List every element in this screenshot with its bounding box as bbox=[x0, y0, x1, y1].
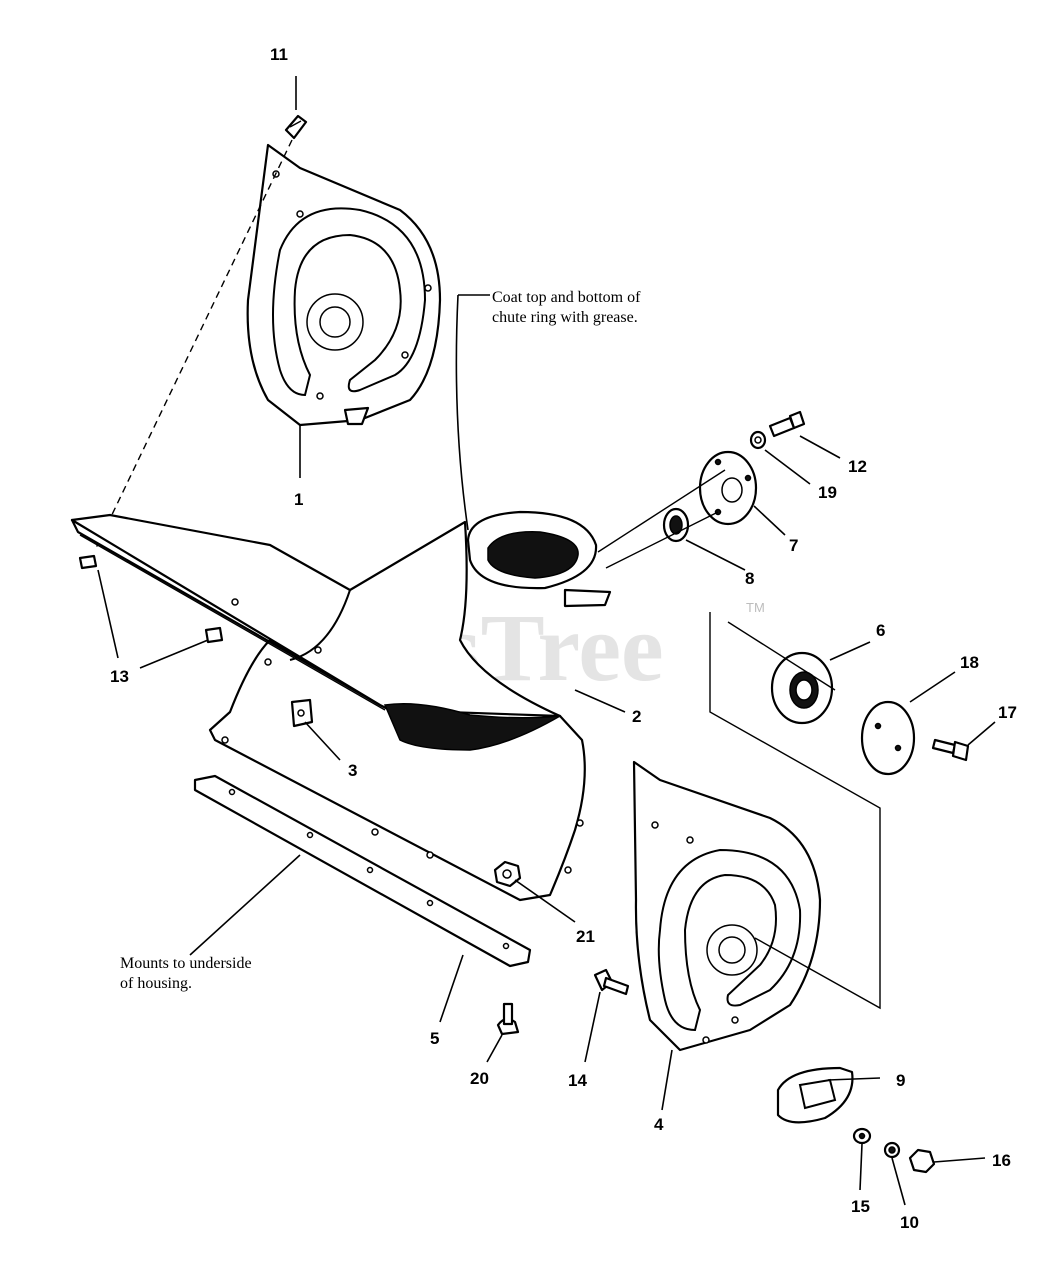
leader-lines bbox=[97, 76, 996, 1206]
part-11-screw bbox=[284, 114, 308, 140]
callout-3: 3 bbox=[348, 761, 357, 780]
callout-20: 20 bbox=[470, 1069, 489, 1088]
callout-6: 6 bbox=[876, 621, 885, 640]
callout-21: 21 bbox=[576, 927, 595, 946]
callout-10: 10 bbox=[900, 1213, 919, 1232]
part-15-washer bbox=[852, 1127, 872, 1145]
note-mounts-line-1: Mounts to underside bbox=[120, 955, 252, 972]
note-chute-ring-line-2: chute ring with grease. bbox=[492, 309, 638, 326]
callout-5: 5 bbox=[430, 1029, 439, 1048]
callout-19: 19 bbox=[818, 483, 837, 502]
callout-4: 4 bbox=[654, 1115, 664, 1134]
callout-15: 15 bbox=[851, 1197, 870, 1216]
part-14-bolt bbox=[593, 968, 630, 996]
part-17-bolt bbox=[931, 738, 970, 762]
part-2-chute-housing bbox=[70, 513, 586, 902]
watermark-tm: TM bbox=[746, 600, 765, 615]
callout-12: 12 bbox=[848, 457, 867, 476]
part-4-side-plate bbox=[632, 760, 822, 1052]
callout-1: 1 bbox=[294, 490, 303, 509]
callout-13: 13 bbox=[110, 667, 129, 686]
part-18-cover bbox=[860, 700, 916, 776]
part-8-bearing bbox=[662, 507, 690, 543]
part-16-nut bbox=[908, 1148, 936, 1174]
part-10-lockwasher bbox=[883, 1141, 901, 1159]
callout-16: 16 bbox=[992, 1151, 1011, 1170]
callout-17: 17 bbox=[998, 703, 1017, 722]
callout-11: 11 bbox=[270, 45, 288, 64]
part-19-washer bbox=[749, 430, 767, 450]
part-21-nut bbox=[493, 860, 522, 888]
callout-7: 7 bbox=[789, 536, 798, 555]
part-9-flange bbox=[776, 1066, 854, 1124]
part-12-bolt bbox=[768, 410, 806, 438]
part-1-side-plate bbox=[246, 143, 442, 427]
callout-9: 9 bbox=[896, 1071, 905, 1090]
callout-14: 14 bbox=[568, 1071, 587, 1090]
callout-8: 8 bbox=[745, 569, 754, 588]
note-mounts-line-2: of housing. bbox=[120, 975, 192, 992]
callout-18: 18 bbox=[960, 653, 979, 672]
part-5-skid-bar bbox=[193, 774, 532, 968]
part-3-bracket bbox=[290, 698, 314, 728]
note-chute-ring-line-1: Coat top and bottom of bbox=[492, 289, 641, 306]
part-13-clips bbox=[78, 554, 224, 644]
part-7-plate bbox=[698, 450, 758, 526]
part-20-bolt bbox=[496, 1002, 520, 1036]
chute-ring bbox=[466, 510, 612, 608]
part-6-bearing bbox=[770, 651, 834, 725]
callout-2: 2 bbox=[632, 707, 641, 726]
